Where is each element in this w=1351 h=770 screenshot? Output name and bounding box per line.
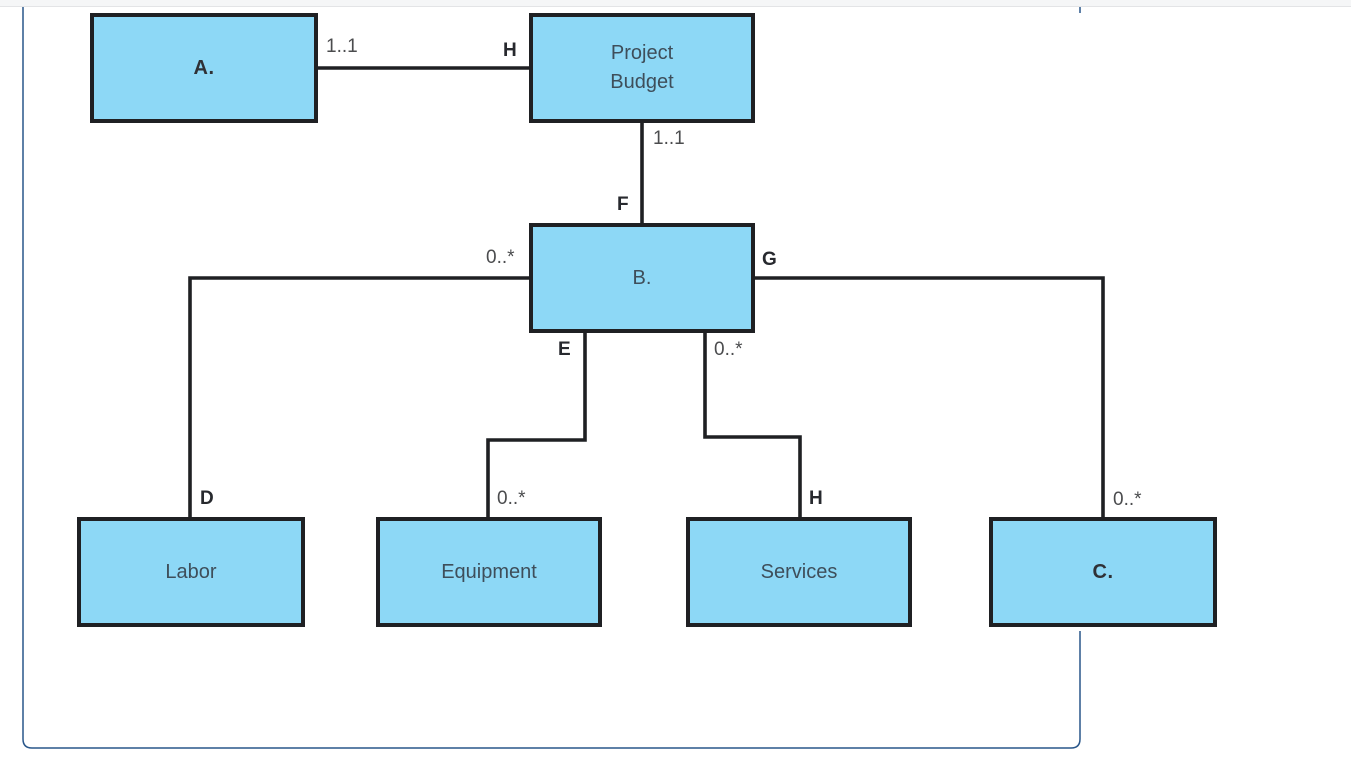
entity-label-equipment: Equipment xyxy=(441,560,537,583)
entity-label-a: A. xyxy=(193,56,215,79)
connector-b-equipment xyxy=(486,333,587,517)
connector-b-labor xyxy=(188,276,529,517)
role-letter-h-services: H xyxy=(809,488,823,509)
top-edge-strip xyxy=(0,0,1351,7)
multiplicity-equipment: 0..* xyxy=(497,488,526,509)
connector-b-services xyxy=(703,333,802,517)
role-letter-h-project-budget: H xyxy=(503,40,517,61)
role-letter-f: F xyxy=(617,194,629,215)
entity-label-labor: Labor xyxy=(165,560,217,583)
multiplicity-b-labor: 0..* xyxy=(486,247,515,268)
entity-box-c: C. xyxy=(989,517,1217,627)
connector-b-c xyxy=(755,276,1105,517)
entity-box-equipment: Equipment xyxy=(376,517,602,627)
multiplicity-b-services: 0..* xyxy=(714,339,743,360)
entity-box-project-budget: Project Budget xyxy=(529,13,755,123)
entity-box-labor: Labor xyxy=(77,517,305,627)
entity-box-b: B. xyxy=(529,223,755,333)
entity-box-a: A. xyxy=(90,13,318,123)
entity-label-c: C. xyxy=(1092,560,1114,583)
role-letter-d: D xyxy=(200,488,214,509)
figure-page-border xyxy=(22,7,1081,749)
entity-label-services: Services xyxy=(760,560,838,583)
entity-label-b: B. xyxy=(632,266,652,289)
role-letter-g: G xyxy=(762,249,777,270)
role-letter-e: E xyxy=(558,339,571,360)
multiplicity-project-budget-b: 1..1 xyxy=(653,128,685,149)
entity-label-project-budget: Project Budget xyxy=(610,42,674,93)
multiplicity-a-project-budget: 1..1 xyxy=(326,36,358,57)
entity-box-services: Services xyxy=(686,517,912,627)
multiplicity-c: 0..* xyxy=(1113,489,1142,510)
